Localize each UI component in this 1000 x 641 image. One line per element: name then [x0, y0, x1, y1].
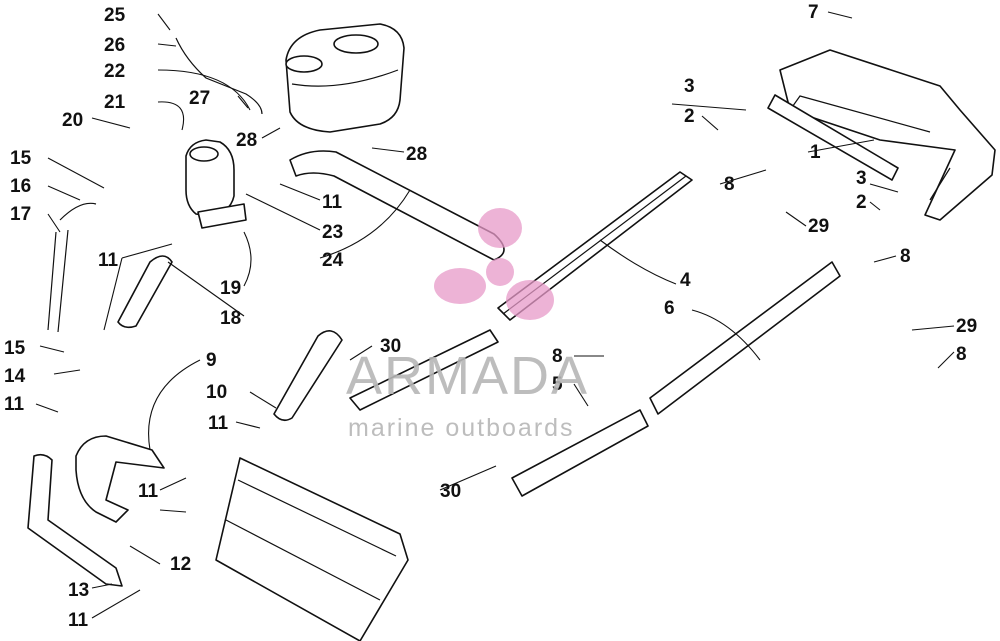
callout-8-upper: 8 — [724, 174, 735, 195]
lower-pipe-left — [349, 329, 499, 411]
callout-25: 25 — [104, 5, 126, 26]
tunnel-plate — [779, 49, 996, 221]
callout-11-d: 11 — [208, 413, 229, 434]
callout-23: 23 — [322, 222, 343, 243]
fuel-line-26 — [175, 37, 263, 115]
callout-21: 21 — [104, 92, 126, 113]
callout-17: 17 — [10, 204, 31, 225]
callout-2-left: 2 — [684, 106, 695, 127]
exhaust-rail-4 — [497, 171, 693, 321]
callout-3-right: 3 — [856, 168, 867, 189]
callout-18: 18 — [220, 308, 241, 329]
callout-20: 20 — [62, 110, 83, 131]
callout-30-top: 30 — [380, 336, 401, 357]
callout-15-top: 15 — [10, 148, 32, 169]
callout-30-bottom: 30 — [440, 481, 461, 502]
callout-28-right: 28 — [406, 144, 427, 165]
callout-12: 12 — [170, 554, 191, 575]
callout-11-c: 11 — [4, 394, 25, 415]
callout-11-e: 11 — [138, 481, 159, 502]
callout-11-a: 11 — [322, 192, 343, 213]
callout-8-lower: 8 — [552, 346, 563, 367]
callout-10: 10 — [206, 382, 227, 403]
hose-17 — [47, 202, 97, 333]
leader-lines — [35, 11, 955, 619]
callout-28-left: 28 — [236, 130, 257, 151]
callout-29-upper: 29 — [808, 216, 829, 237]
hose-18 — [117, 255, 173, 329]
watermark-brand: ARMADA — [346, 346, 589, 406]
hose-9 — [75, 435, 165, 523]
callout-1: 1 — [810, 142, 821, 163]
callout-3-left: 3 — [684, 76, 695, 97]
callout-labels: 25 26 22 27 21 20 28 28 15 16 17 11 23 2… — [4, 2, 977, 631]
callout-11-b: 11 — [98, 250, 119, 271]
callout-5: 5 — [552, 374, 563, 395]
callout-24: 24 — [322, 250, 344, 271]
callout-16: 16 — [10, 176, 31, 197]
watermark-tagline: marine outboards — [348, 414, 575, 442]
callout-13: 13 — [68, 580, 89, 601]
callout-8-right: 8 — [900, 246, 911, 267]
callout-6: 6 — [664, 298, 675, 319]
callout-8-bottom-right: 8 — [956, 344, 967, 365]
skid-plate — [215, 457, 409, 641]
callout-9: 9 — [206, 350, 217, 371]
hose-10 — [273, 330, 343, 422]
parts-drawing — [27, 23, 996, 641]
propeller-logo-icon — [434, 208, 554, 320]
callout-29-lower: 29 — [956, 316, 977, 337]
callout-26: 26 — [104, 35, 125, 56]
callout-22: 22 — [104, 61, 125, 82]
lower-pipe — [511, 409, 649, 497]
callout-14: 14 — [4, 366, 26, 387]
callout-2-right: 2 — [856, 192, 867, 213]
exhaust-rail-6 — [649, 261, 841, 415]
callout-15-bottom: 15 — [4, 338, 26, 359]
cross-tube — [767, 94, 899, 181]
coolant-reservoir — [185, 139, 247, 229]
callout-7: 7 — [808, 2, 819, 23]
fuel-tank — [285, 23, 405, 133]
watermark: ARMADA marine outboards — [346, 208, 589, 442]
callout-27: 27 — [189, 88, 210, 109]
callout-11-f: 11 — [68, 610, 89, 631]
hose-13 — [27, 453, 123, 587]
hose-24 — [289, 150, 505, 261]
callout-4: 4 — [680, 270, 691, 291]
callout-19: 19 — [220, 278, 241, 299]
